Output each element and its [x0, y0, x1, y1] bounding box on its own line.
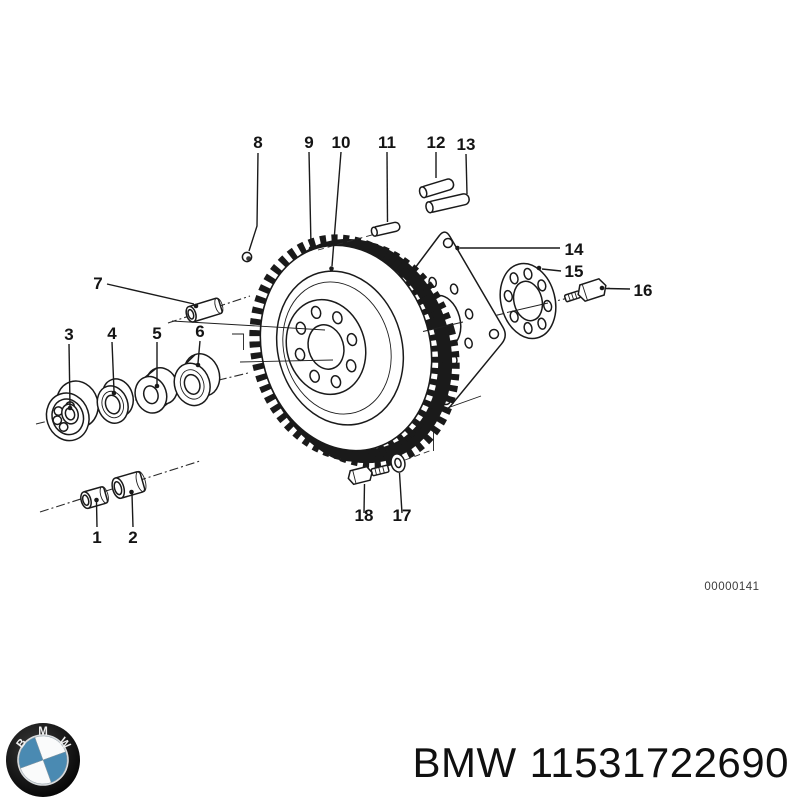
part-12-pin	[418, 178, 455, 199]
part-15-flange	[499, 262, 557, 340]
pointer-line-lower	[239, 359, 334, 363]
exploded-view-diagram: 1 2 3 4 5 6 7 8 9 10 11 12 13 14 15 16 1…	[35, 133, 759, 593]
leader-1	[95, 501, 98, 528]
pointer-lines	[171, 233, 464, 461]
pointer-line-upper	[171, 320, 326, 331]
callout-4: 4	[107, 324, 117, 343]
callout-15: 15	[565, 262, 584, 281]
part-16-hex-bolt	[563, 277, 607, 303]
callout-10: 10	[332, 133, 351, 152]
plate-corner-hole	[442, 237, 454, 249]
callout-3: 3	[64, 325, 73, 344]
footer: B M W BMW 11531722690	[0, 715, 800, 800]
leader-7	[106, 283, 195, 305]
callout-6: 6	[195, 322, 204, 341]
leader-8	[248, 152, 259, 252]
leader-9	[308, 151, 312, 247]
part-2-bushing	[111, 470, 147, 500]
part-8-ball	[241, 251, 253, 263]
callout-8: 8	[253, 133, 262, 152]
brand-text: BMW	[412, 739, 517, 786]
leader-18	[363, 483, 366, 514]
flywheel-face-ring-inner	[282, 281, 392, 415]
callout-5: 5	[152, 324, 161, 343]
callout-17: 17	[393, 506, 412, 525]
axis-bushings-1-2	[39, 460, 201, 513]
part-11-pin	[370, 221, 401, 237]
part-number-line: BMW 11531722690	[413, 739, 789, 787]
part-1-bushing	[80, 486, 109, 510]
part-6-shaft-seal	[173, 353, 221, 407]
callout-12: 12	[427, 133, 446, 152]
part-3-ball-bearing	[45, 380, 99, 442]
flywheel-face-ring	[275, 270, 405, 426]
flywheel-hub	[285, 298, 367, 396]
part-9-ring-gear-and-part-10-flywheel	[249, 234, 460, 468]
callout-11: 11	[378, 133, 396, 152]
leader-16	[605, 287, 631, 290]
callout-7: 7	[93, 274, 102, 293]
leader-lines	[67, 151, 631, 528]
leader-4	[111, 341, 115, 392]
leader-2	[131, 493, 134, 528]
leader-15	[541, 268, 562, 272]
part-4-washer	[96, 378, 135, 424]
callout-14: 14	[565, 240, 584, 259]
callout-18: 18	[355, 506, 374, 525]
washer-17-line	[404, 449, 434, 461]
callout-13: 13	[457, 135, 476, 154]
part-7-bushing	[185, 297, 224, 323]
leader-6	[197, 340, 201, 364]
leader-10	[331, 151, 342, 267]
leader-11	[386, 151, 389, 223]
part-13-pin	[425, 193, 470, 214]
bmw-logo-quadrants	[18, 735, 68, 785]
leader-13	[465, 153, 468, 195]
axis-plate-hole-segment	[422, 321, 464, 332]
axis-flange-bore-segment	[506, 302, 549, 313]
bracket-bushing-7	[232, 333, 244, 350]
callout-2: 2	[128, 528, 137, 547]
leader-17	[398, 472, 403, 514]
part-number-text: 11531722690	[529, 739, 789, 786]
callout-9: 9	[304, 133, 313, 152]
leader-3	[68, 343, 71, 407]
bmw-logo-letter-m: M	[38, 726, 48, 738]
plate-corner-hole	[488, 328, 500, 340]
part-17-washer	[390, 453, 406, 473]
part-18-hex-bolt	[347, 464, 390, 486]
callout-1: 1	[92, 528, 101, 547]
ring-gear-front-rim	[249, 234, 443, 462]
drawing-number: 00000141	[704, 581, 759, 593]
callout-labels: 1 2 3 4 5 6 7 8 9 10 11 12 13 14 15 16 1…	[64, 133, 652, 547]
bmw-logo: B M W	[6, 723, 80, 797]
axis-bushing-7	[167, 295, 251, 324]
callout-16: 16	[634, 281, 653, 300]
axis-pin-11	[317, 233, 378, 251]
